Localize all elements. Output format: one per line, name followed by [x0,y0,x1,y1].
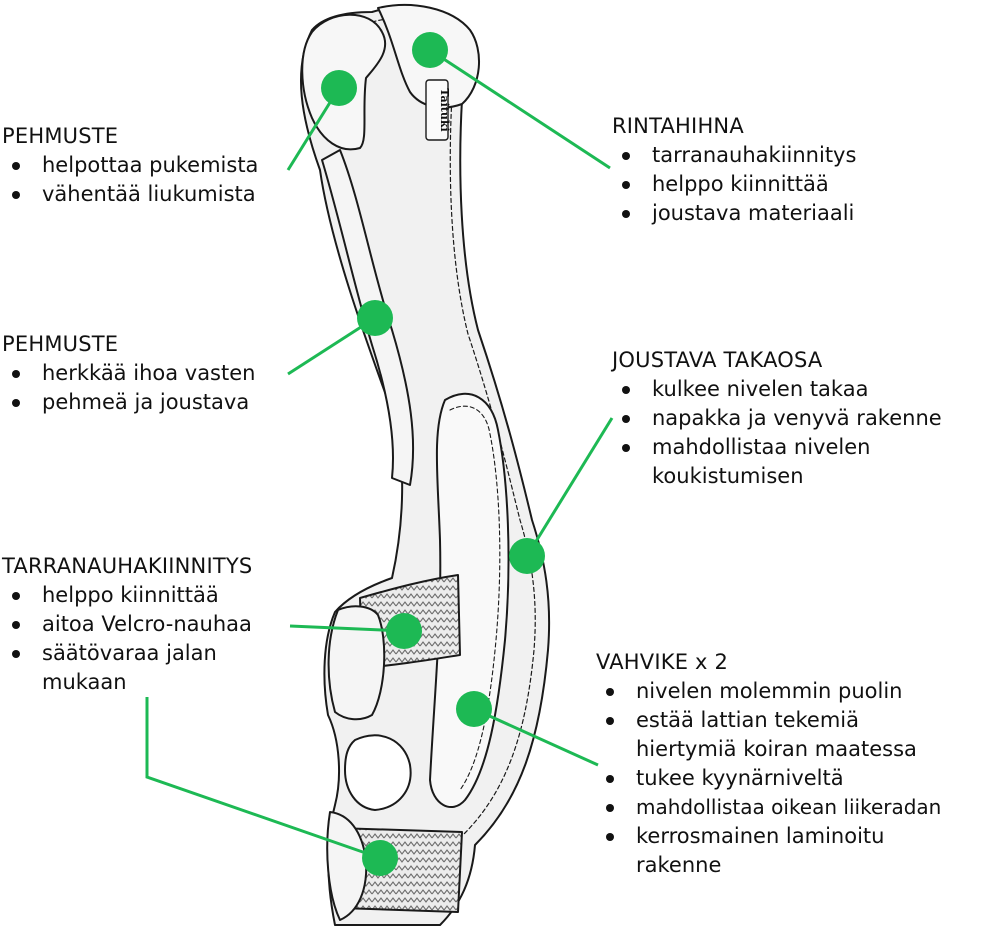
callout-title: RINTAHIHNA [612,114,744,138]
lower-cuff [326,811,368,921]
leader-line-reinforcement [473,707,599,767]
marker-velcro-lower [362,840,398,876]
callout-item: helppo kiinnittää [612,170,856,199]
callout-item: säätövaraa jalan [2,639,252,668]
callout-velcro: TARRANAUHAKIINNITYS helppo kiinnittää ai… [2,552,252,697]
callout-padding-top: PEHMUSTE helpottaa pukemista vähentää li… [2,122,258,209]
front-cuff [327,605,386,721]
marker-elastic-back [509,538,545,574]
callout-item: herkkää ihoa vasten [2,359,255,388]
lower-cutout [344,734,412,811]
callout-list: tukee kyynärniveltä mahdollistaa oikean … [596,764,941,851]
callout-item: estää lattian tekemiä [596,706,941,735]
callout-list: nivelen molemmin puolin estää lattian te… [596,677,941,735]
brace-illustration [299,3,551,926]
leader-line-velcro-lower [145,697,381,860]
callout-item-continuation: hiertymiä koiran maatessa [636,737,917,761]
leader-line-elastic-back [525,417,614,557]
leader-line-velcro-upper [289,624,405,633]
reinforcement-stitch [449,405,501,791]
callout-item: aitoa Velcro-nauhaa [2,610,252,639]
callout-list: herkkää ihoa vasten pehmeä ja joustava [2,359,255,417]
callout-item: helppo kiinnittää [2,581,252,610]
callout-title: PEHMUSTE [2,332,119,356]
callout-chest-strap: RINTAHIHNA tarranauhakiinnitys helppo ki… [612,112,856,228]
callout-item: helpottaa pukemista [2,151,258,180]
callout-title: PEHMUSTE [2,124,119,148]
callout-list: helppo kiinnittää aitoa Velcro-nauhaa sä… [2,581,252,668]
callout-item: mahdollistaa nivelen [612,433,942,462]
callout-item: joustava materiaali [612,199,856,228]
callout-item: mahdollistaa oikean liikeradan [596,793,941,822]
marker-reinforcement [456,691,492,727]
callout-list: tarranauhakiinnitys helppo kiinnittää jo… [612,141,856,228]
leader-line-chest-strap [429,48,611,170]
callout-item-continuation: mukaan [42,670,127,694]
callout-item: nivelen molemmin puolin [596,677,941,706]
callout-padding-mid: PEHMUSTE herkkää ihoa vasten pehmeä ja j… [2,330,255,417]
callout-item: tukee kyynärniveltä [596,764,941,793]
callout-elastic-back: JOUSTAVA TAKAOSA kulkee nivelen takaa na… [612,346,942,491]
marker-chest-strap [412,32,448,68]
callout-title: JOUSTAVA TAKAOSA [612,348,823,372]
markers [321,32,545,876]
callout-list: kulkee nivelen takaa napakka ja venyvä r… [612,375,942,462]
callout-item: pehmeä ja joustava [2,388,255,417]
callout-item-continuation: koukistumisen [652,464,804,488]
marker-padding-mid [357,300,393,336]
callout-title: VAHVIKE x 2 [596,650,729,674]
callout-list: helpottaa pukemista vähentää liukumista [2,151,258,209]
callout-item: napakka ja venyvä rakenne [612,404,942,433]
marker-padding-top [321,70,357,106]
callout-item-continuation: rakenne [636,853,722,877]
callout-reinforcement: VAHVIKE x 2 nivelen molemmin puolin estä… [596,648,941,880]
brand-tag [425,79,449,141]
brand-tag-label: Taituki [438,88,451,131]
callout-item-line: säätövaraa jalan [42,641,217,665]
callout-item: tarranauhakiinnitys [612,141,856,170]
marker-velcro-upper [386,613,422,649]
callout-item: kerrosmainen laminoitu [596,822,941,851]
callout-title: TARRANAUHAKIINNITYS [2,554,253,578]
callout-item: kulkee nivelen takaa [612,375,942,404]
callout-item: vähentää liukumista [2,180,258,209]
